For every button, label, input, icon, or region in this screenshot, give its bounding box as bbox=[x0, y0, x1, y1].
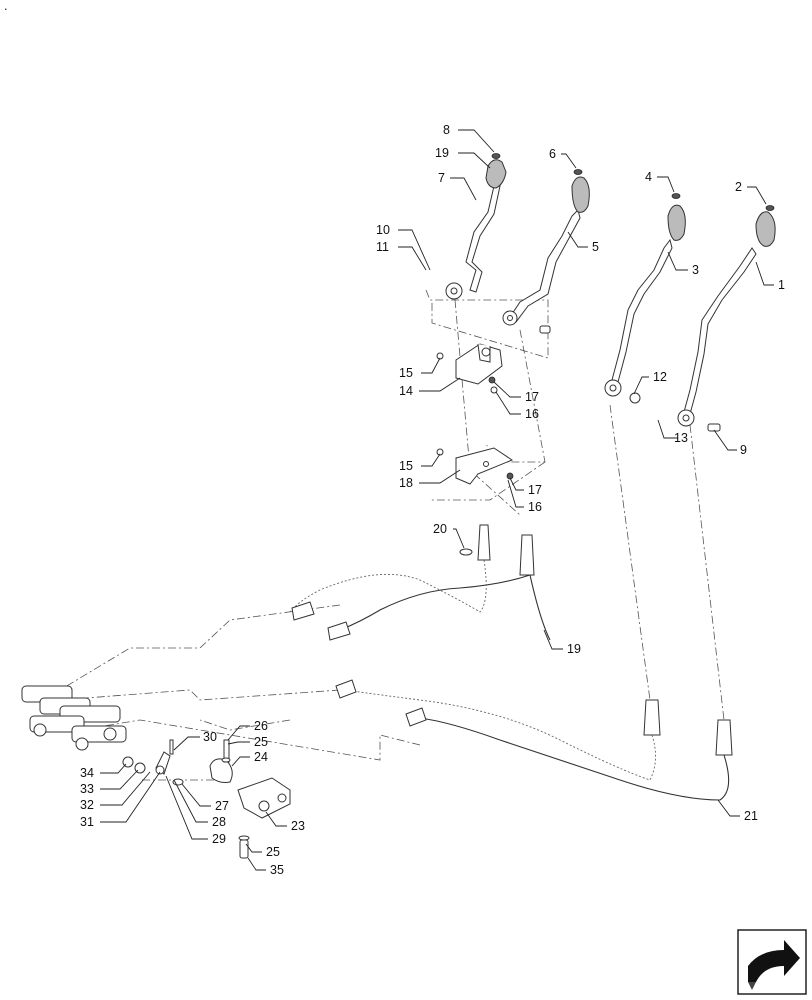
callout-7: 7 bbox=[438, 171, 445, 185]
callout-26: 26 bbox=[254, 719, 268, 733]
bolt-15 bbox=[436, 352, 444, 360]
callout-16b: 16 bbox=[528, 500, 542, 514]
callout-13: 13 bbox=[674, 431, 688, 445]
callout-27: 27 bbox=[215, 799, 229, 813]
callout-14: 14 bbox=[399, 384, 413, 398]
callout-22: 19 bbox=[435, 146, 449, 160]
callout-34: 34 bbox=[80, 766, 94, 780]
callout-4: 4 bbox=[645, 170, 652, 184]
nut-17 bbox=[488, 376, 496, 384]
part-24 bbox=[209, 758, 233, 783]
callout-25: 25 bbox=[254, 735, 268, 749]
leader-lines bbox=[100, 129, 774, 871]
bracket-18 bbox=[436, 447, 514, 485]
callout-2: 2 bbox=[735, 180, 742, 194]
callout-31: 31 bbox=[80, 815, 94, 829]
grip-22 bbox=[485, 159, 507, 189]
callout-3: 3 bbox=[692, 263, 699, 277]
callout-9: 9 bbox=[740, 443, 747, 457]
lever-5 bbox=[502, 169, 590, 334]
callout-11: 11 bbox=[376, 240, 389, 254]
callout-1: 1 bbox=[778, 278, 785, 292]
nut-27 bbox=[172, 778, 184, 786]
callout-6: 6 bbox=[549, 147, 556, 161]
callout-17b: 17 bbox=[528, 483, 542, 497]
washer-25b bbox=[238, 835, 250, 841]
valve-block bbox=[21, 685, 127, 751]
washer-12 bbox=[629, 392, 641, 404]
lever-1 bbox=[677, 205, 776, 432]
cap-8 bbox=[491, 153, 501, 159]
callout-21: 21 bbox=[744, 809, 758, 823]
callout-35: 35 bbox=[270, 863, 284, 877]
washer-16 bbox=[490, 386, 498, 394]
cap-6 bbox=[573, 169, 583, 175]
callout-15: 15 bbox=[399, 366, 413, 380]
ring-20 bbox=[459, 548, 473, 556]
lever-3 bbox=[604, 193, 686, 404]
cable-21 bbox=[335, 679, 733, 801]
callout-10: 10 bbox=[376, 223, 390, 237]
next-page-arrow-icon[interactable] bbox=[737, 929, 807, 995]
callout-29: 29 bbox=[212, 832, 226, 846]
callout-16: 16 bbox=[525, 407, 539, 421]
pin-35 bbox=[239, 839, 249, 859]
lever-7 bbox=[445, 153, 507, 300]
callout-28: 28 bbox=[212, 815, 226, 829]
assembly-centerlines bbox=[59, 289, 725, 781]
bracket-14 bbox=[436, 343, 503, 394]
callout-labels: 8 19 7 10 11 6 5 4 3 2 1 12 13 9 15 14 1… bbox=[80, 123, 785, 877]
callout-24: 24 bbox=[254, 750, 268, 764]
callout-8: 8 bbox=[443, 123, 450, 137]
callout-32: 32 bbox=[80, 798, 94, 812]
callout-33: 33 bbox=[80, 782, 94, 796]
cable-19 bbox=[289, 524, 551, 641]
bracket-23 bbox=[237, 777, 291, 819]
callout-15b: 15 bbox=[399, 459, 413, 473]
callout-20: 20 bbox=[433, 522, 447, 536]
callout-12: 12 bbox=[653, 370, 667, 384]
corner-mark: . bbox=[4, 0, 7, 13]
callout-18: 18 bbox=[399, 476, 413, 490]
cap-4 bbox=[671, 193, 681, 199]
washer-25 bbox=[221, 757, 231, 763]
pin-30 bbox=[169, 739, 174, 755]
bolt-15b bbox=[436, 448, 444, 456]
callout-5: 5 bbox=[592, 240, 599, 254]
callout-19: 19 bbox=[567, 642, 581, 656]
callout-30: 30 bbox=[203, 730, 217, 744]
pin-9 bbox=[707, 423, 721, 432]
callout-17: 17 bbox=[525, 390, 539, 404]
callout-25b: 25 bbox=[266, 845, 280, 859]
callout-23: 23 bbox=[291, 819, 305, 833]
cap-2 bbox=[765, 205, 775, 211]
